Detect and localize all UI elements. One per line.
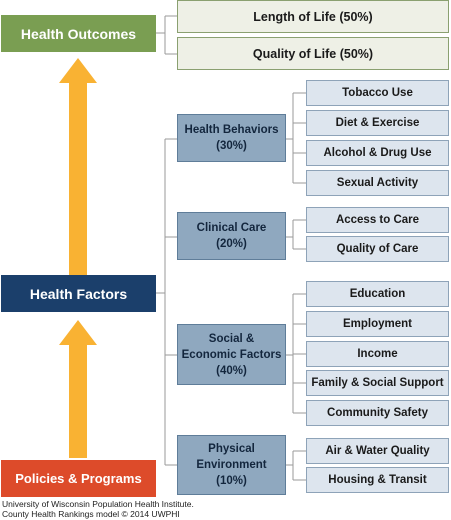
factor-item-quality-of-care: Quality of Care (306, 236, 449, 262)
factor-item-community-safety: Community Safety (306, 400, 449, 426)
policies-programs-box: Policies & Programs (1, 460, 156, 497)
category-weight: (30%) (216, 140, 247, 152)
outcomes-bracket (156, 15, 177, 55)
category-name-line: Social & (208, 332, 255, 345)
arrow-policies-to-factors (59, 320, 97, 458)
length-of-life-box: Length of Life (50%) (177, 0, 449, 33)
factor-item-education: Education (306, 281, 449, 307)
factor-item-diet-exercise: Diet & Exercise (306, 110, 449, 136)
category-physical-environment: Physical Environment (10%) (177, 435, 286, 495)
category-social-economic-factors: Social & Economic Factors (40%) (177, 324, 286, 385)
category-name-line: Environment (196, 459, 267, 471)
arrow-factors-to-outcomes (59, 58, 97, 275)
factor-item-housing-transit: Housing & Transit (306, 467, 449, 493)
category-weight: (40%) (216, 364, 247, 377)
quality-of-life-box: Quality of Life (50%) (177, 37, 449, 70)
category-clinical-care: Clinical Care (20%) (177, 212, 286, 260)
category-health-behaviors: Health Behaviors (30%) (177, 114, 286, 162)
category-name-line: Economic Factors (181, 348, 282, 361)
footer-credit-line-2: County Health Rankings model © 2014 UWPH… (2, 509, 180, 519)
category-weight: (20%) (216, 238, 247, 250)
factor-item-tobacco-use: Tobacco Use (306, 80, 449, 106)
category-brackets (286, 92, 306, 481)
category-weight: (10%) (216, 475, 247, 487)
health-outcomes-box: Health Outcomes (1, 15, 156, 52)
factor-item-alcohol-drug-use: Alcohol & Drug Use (306, 140, 449, 166)
factor-item-family-social-support: Family & Social Support (306, 370, 449, 396)
factor-item-access-to-care: Access to Care (306, 207, 449, 233)
factor-item-income: Income (306, 341, 449, 367)
health-factors-box: Health Factors (1, 275, 156, 312)
factor-item-air-water-quality: Air & Water Quality (306, 438, 449, 464)
category-name-line: Physical (208, 443, 255, 455)
category-name: Health Behaviors (184, 124, 279, 136)
category-name: Clinical Care (196, 222, 267, 234)
factors-trunk (156, 138, 177, 466)
factor-item-sexual-activity: Sexual Activity (306, 170, 449, 196)
factor-item-employment: Employment (306, 311, 449, 337)
footer-credit-line-1: University of Wisconsin Population Healt… (2, 499, 194, 509)
